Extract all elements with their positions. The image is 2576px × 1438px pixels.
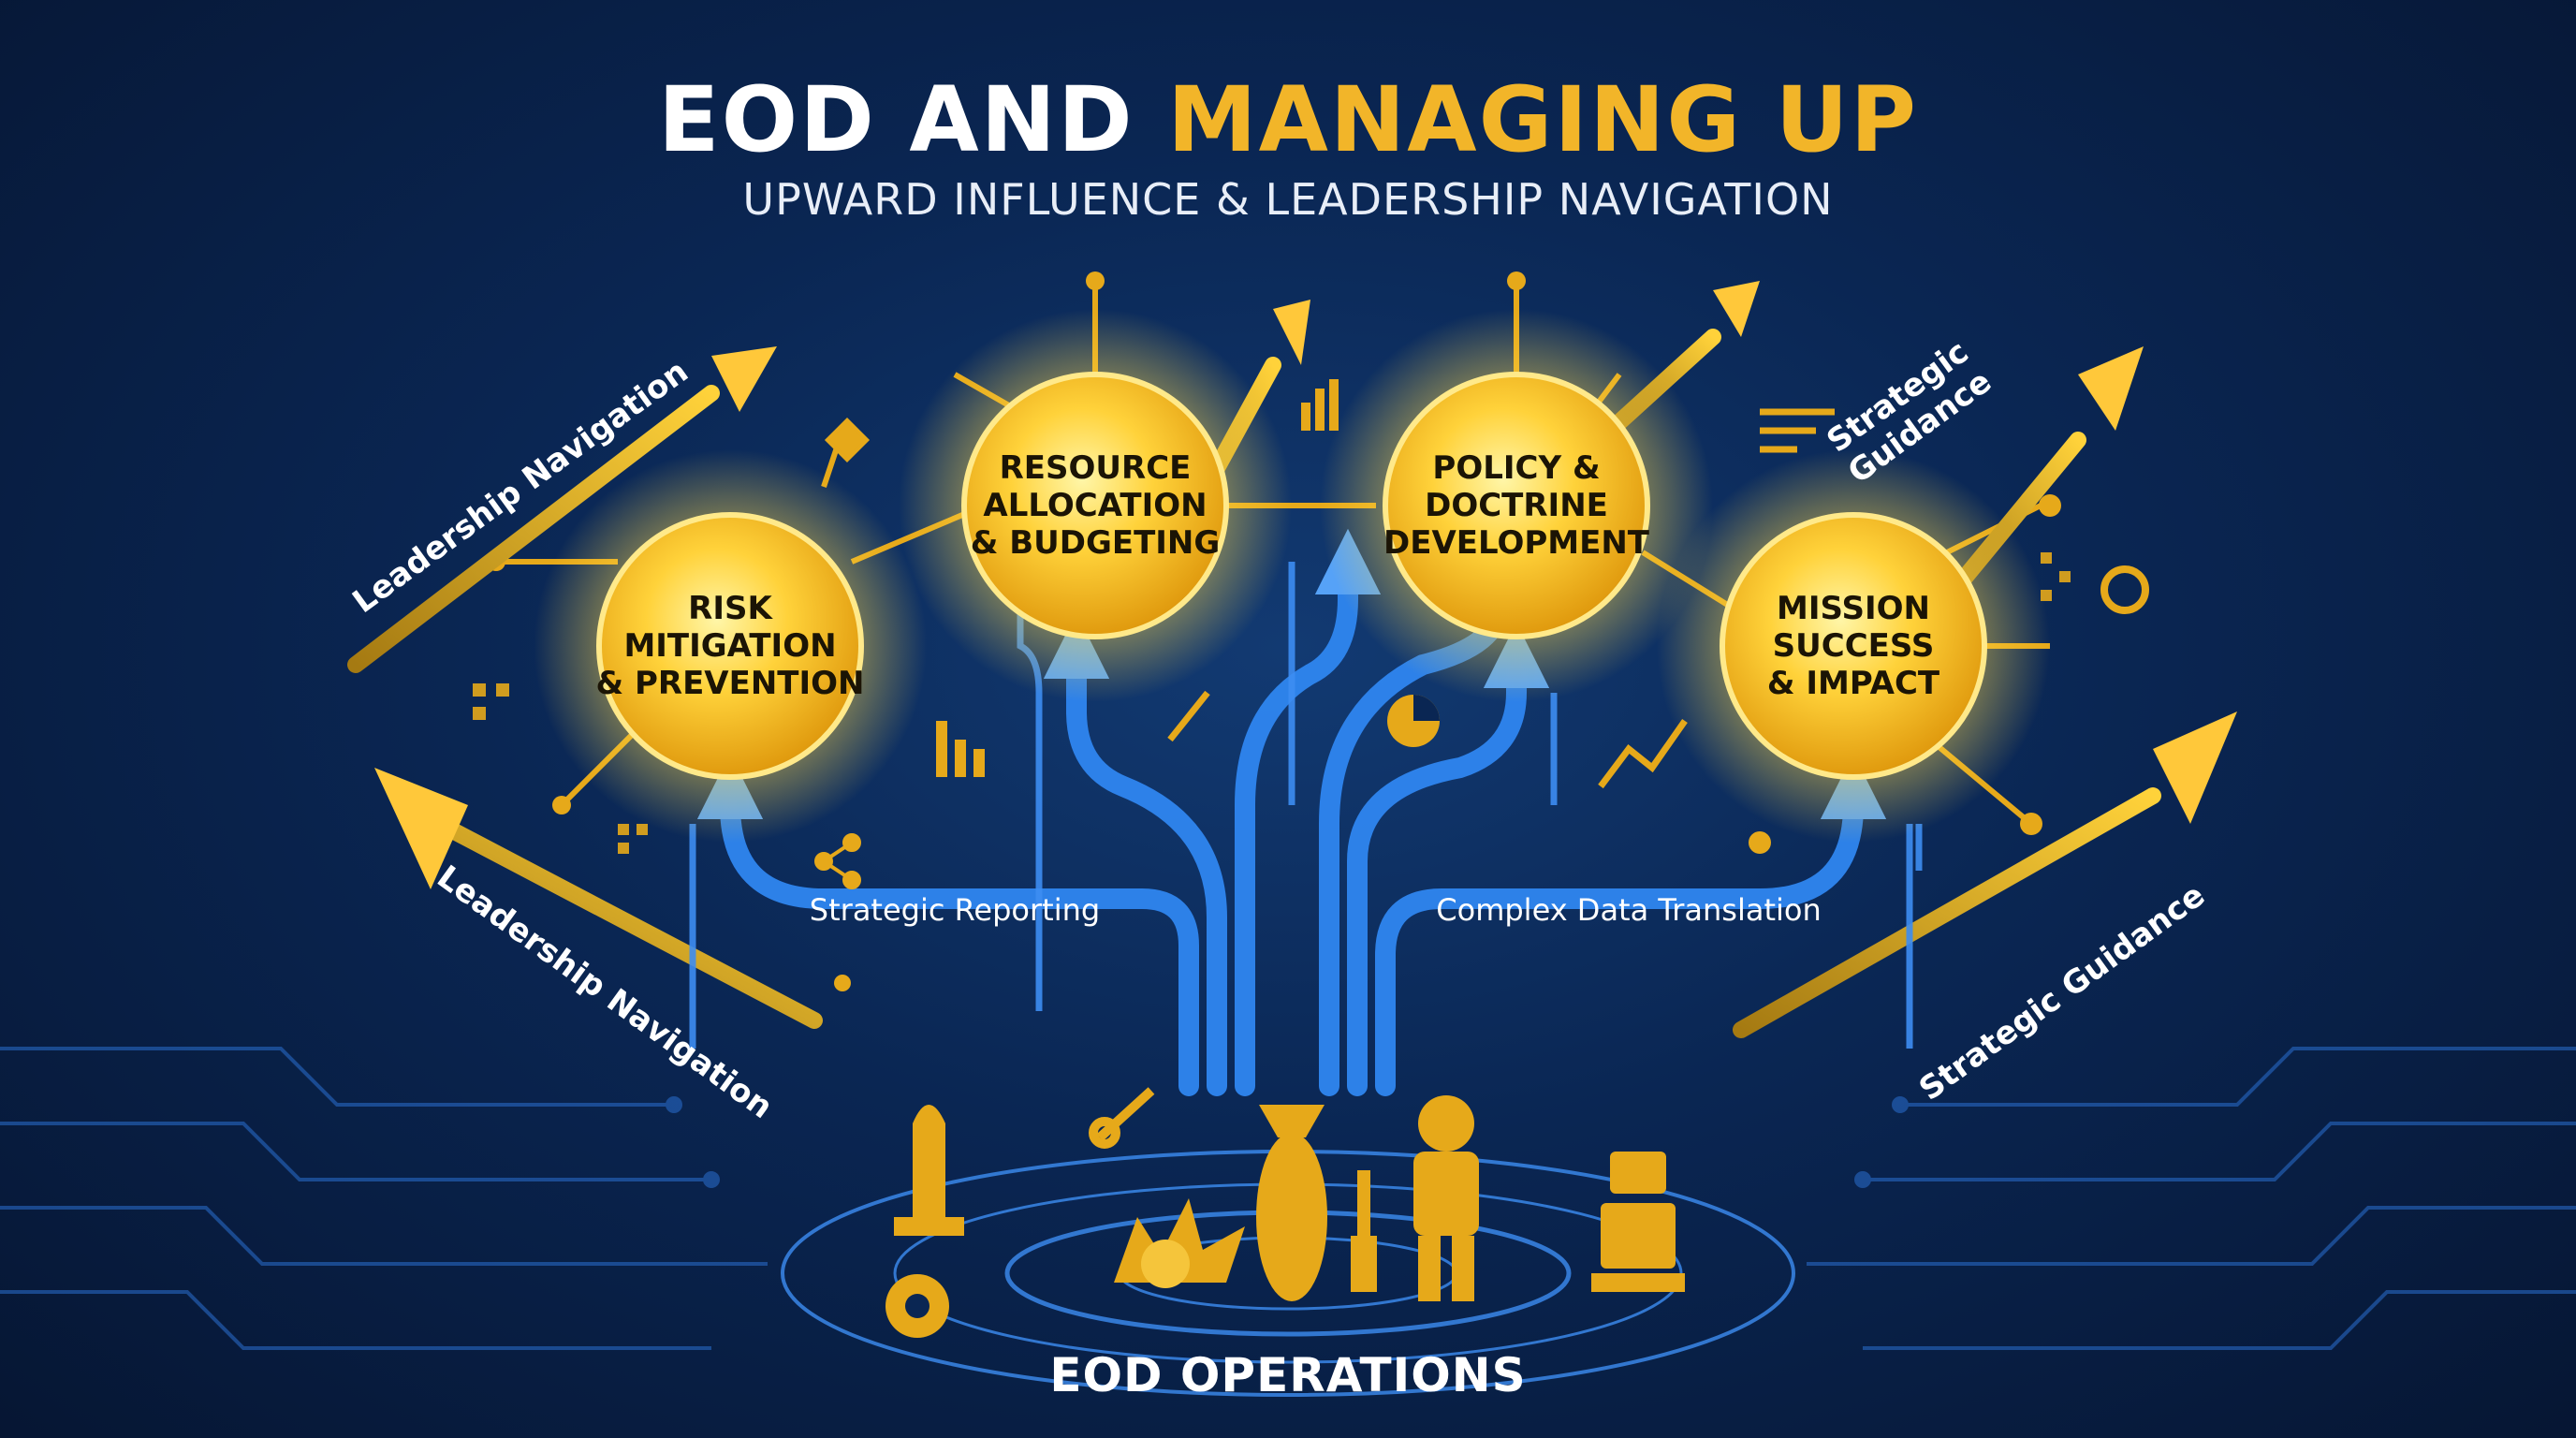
- title-part-1: EOD AND: [658, 67, 1134, 172]
- dot-grid: [473, 552, 2071, 854]
- node-spheres: [534, 309, 2050, 843]
- node-risk-mitigation: RISK MITIGATION & PREVENTION: [595, 590, 865, 702]
- bomb-suit-icon: [1413, 1095, 1479, 1301]
- bar-chart-icon: [936, 379, 1339, 777]
- robot-icon: [1591, 1152, 1685, 1292]
- screwdriver-icon: [1351, 1170, 1377, 1292]
- title-part-2: MANAGING UP: [1167, 67, 1918, 172]
- gear-icon: [886, 1274, 949, 1338]
- trend-chart-icon: [1167, 408, 1835, 789]
- network-icon: [814, 417, 871, 889]
- explosion-icon: [1114, 1198, 1245, 1288]
- bomb-icon: [1256, 1105, 1327, 1301]
- flow-label-data-translation: Complex Data Translation: [1436, 892, 1822, 928]
- page-subtitle: UPWARD INFLUENCE & LEADERSHIP NAVIGATION: [742, 174, 1834, 225]
- footer-eod-operations: EOD OPERATIONS: [1049, 1348, 1527, 1402]
- blue-flow-lines: [696, 528, 1887, 1096]
- pie-chart-icon: [1387, 565, 2149, 747]
- node-resource-allocation: RESOURCE ALLOCATION & BUDGETING: [970, 449, 1221, 562]
- rocket-icon: [894, 1105, 964, 1236]
- node-mission-success: MISSION SUCCESS & IMPACT: [1766, 590, 1940, 702]
- flow-label-strategic-reporting: Strategic Reporting: [809, 892, 1101, 928]
- circuit-traces: [0, 1047, 2576, 1350]
- page-title: EOD AND MANAGING UP: [0, 67, 2576, 172]
- gold-arrowheads: [374, 281, 2237, 889]
- node-policy-doctrine: POLICY & DOCTRINE DEVELOPMENT: [1383, 449, 1649, 562]
- wrench-icon: [1089, 1087, 1155, 1149]
